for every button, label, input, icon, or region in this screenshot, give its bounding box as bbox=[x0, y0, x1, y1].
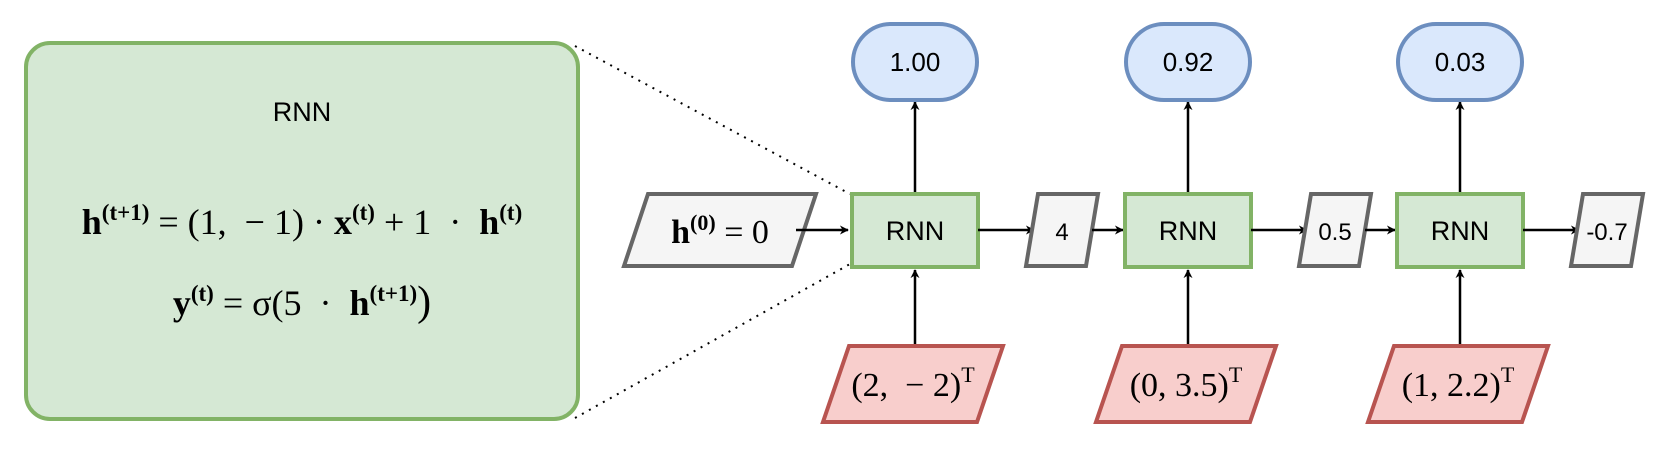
initial-state-node bbox=[621, 192, 819, 268]
input-vector-1: (2, − 2)T bbox=[851, 362, 975, 404]
hidden-update-equation: h(t+1) = (1, − 1) · x(t) + 1 · h(t) bbox=[82, 200, 523, 242]
rnn-detail-title: RNN bbox=[273, 97, 332, 127]
input-node-3 bbox=[1365, 344, 1551, 424]
output-node-1 bbox=[851, 22, 979, 102]
hidden-state-value-3: -0.7 bbox=[1586, 219, 1627, 246]
rnn-cell-2 bbox=[1123, 192, 1253, 269]
input-node-1 bbox=[820, 344, 1006, 424]
output-equation: y(t) = σ(5 · h(t+1)) bbox=[173, 279, 431, 325]
input-vector-2: (0, 3.5)T bbox=[1130, 362, 1243, 404]
output-value-2: 0.92 bbox=[1163, 47, 1214, 77]
input-vector-3: (1, 2.2)T bbox=[1402, 362, 1515, 404]
rnn-cell-3 bbox=[1395, 192, 1525, 269]
zoom-line-bottom bbox=[574, 263, 851, 419]
output-node-3 bbox=[1396, 22, 1524, 102]
rnn-detail-box bbox=[24, 41, 580, 421]
output-value-1: 1.00 bbox=[890, 47, 941, 77]
hidden-state-node-3 bbox=[1568, 192, 1646, 268]
zoom-line-top bbox=[574, 45, 851, 195]
hidden-state-value-1: 4 bbox=[1055, 219, 1068, 246]
output-node-2 bbox=[1124, 22, 1252, 102]
initial-state-label: h(0) = 0 bbox=[671, 210, 769, 251]
hidden-state-node-1 bbox=[1023, 192, 1101, 268]
hidden-state-value-2: 0.5 bbox=[1318, 219, 1351, 246]
rnn-cell-label-2: RNN bbox=[1159, 216, 1218, 246]
output-value-3: 0.03 bbox=[1435, 47, 1486, 77]
rnn-cell-label-3: RNN bbox=[1431, 216, 1490, 246]
rnn-cell-label-1: RNN bbox=[886, 216, 945, 246]
hidden-state-node-2 bbox=[1296, 192, 1374, 268]
input-node-2 bbox=[1093, 344, 1279, 424]
